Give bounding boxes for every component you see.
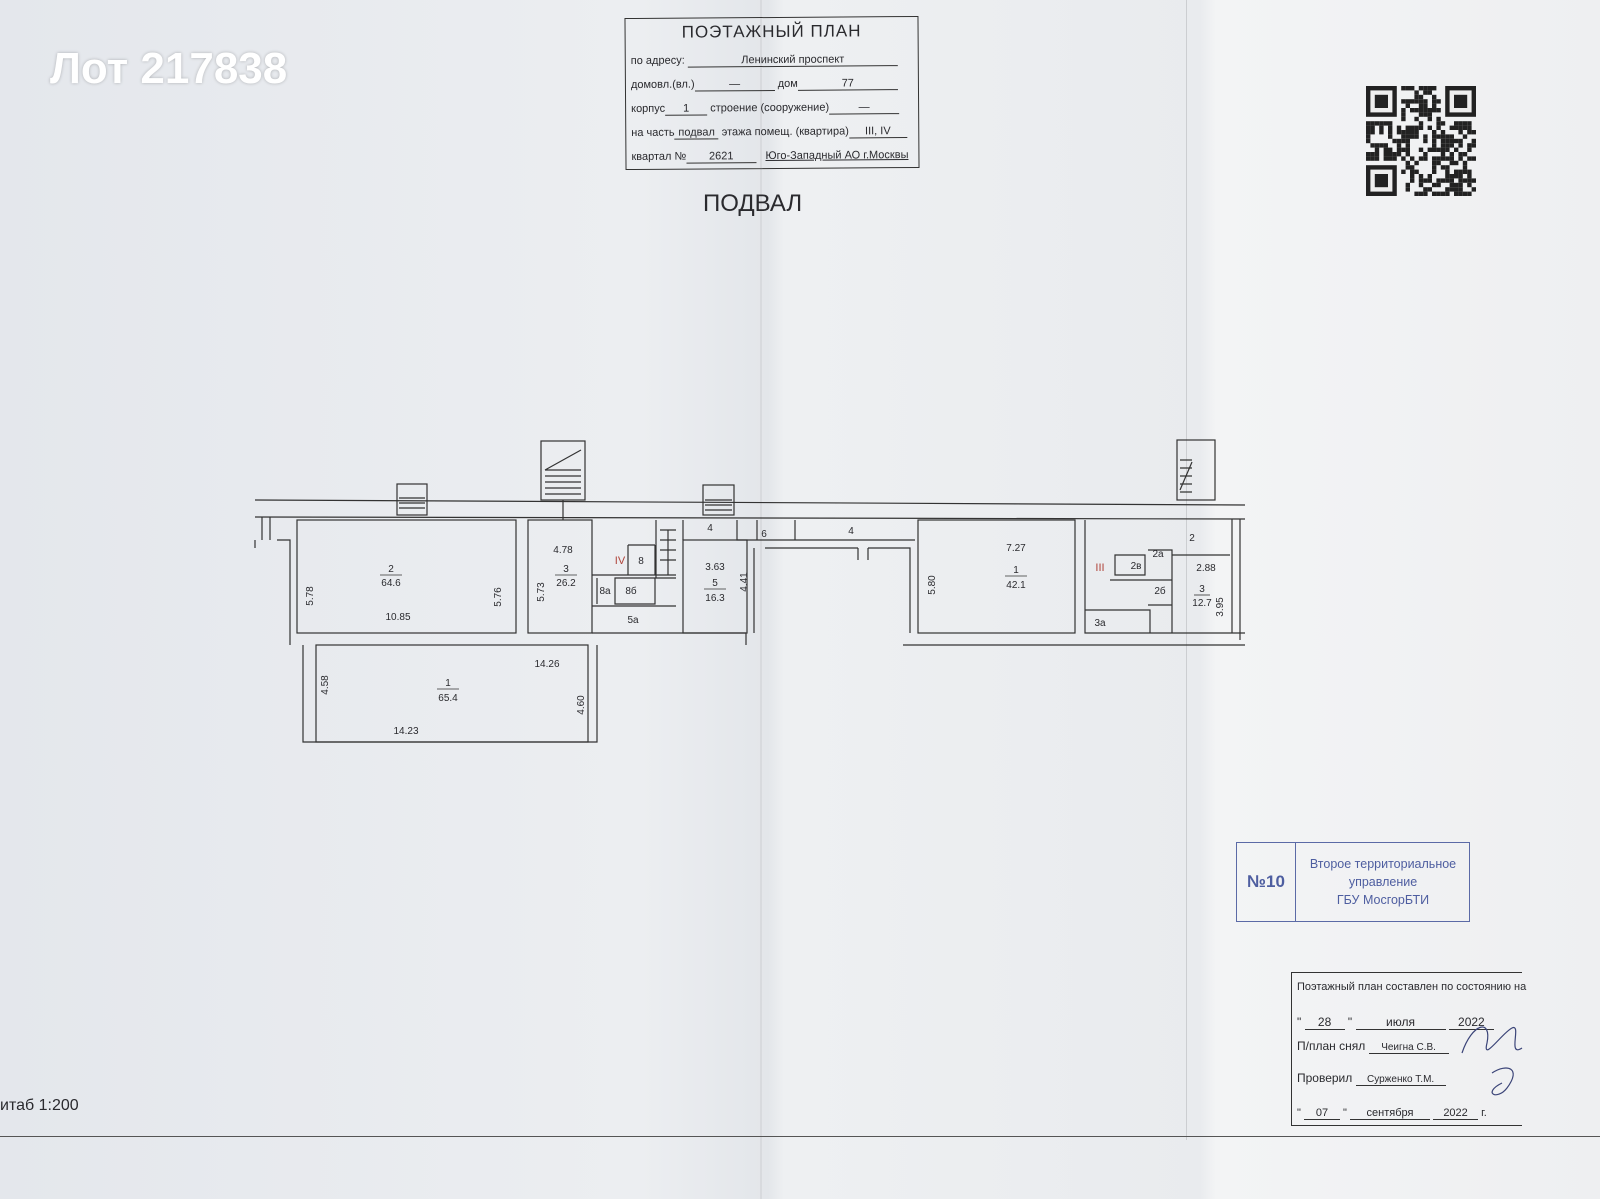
room-iii-subrooms: [1084, 519, 1245, 640]
staircase-steps: [544, 449, 582, 520]
dimension: 5.80: [927, 575, 938, 595]
month1: июля: [1355, 1015, 1446, 1030]
steps: [705, 499, 732, 511]
room-area: 16.3: [705, 593, 725, 604]
day2: 07: [1303, 1107, 1340, 1120]
room-5: [682, 539, 748, 634]
dimension: 5.76: [493, 587, 504, 607]
room-number: 1: [1013, 565, 1019, 576]
dimension: 4.78: [553, 545, 573, 556]
room-label: 4: [707, 523, 713, 534]
dimension: 4.41: [739, 572, 750, 592]
dimension: 5.73: [536, 582, 547, 602]
porch: [702, 484, 735, 516]
frame-line: [0, 1136, 1600, 1137]
stamp-number: №10: [1237, 843, 1296, 921]
qr-code: [1366, 86, 1476, 196]
staircase: [1176, 439, 1216, 501]
room-label: 5а: [627, 615, 639, 626]
room-area: 12.7: [1192, 598, 1212, 609]
dimension: 14.23: [393, 726, 418, 737]
room-label: 2а: [1152, 549, 1164, 560]
fold-line: [760, 0, 762, 1199]
room-area: 65.4: [438, 693, 458, 704]
room-label: 8: [638, 556, 644, 567]
dimension: 10.85: [385, 612, 410, 623]
dimension: 7.27: [1006, 543, 1026, 554]
room-area: 64.6: [381, 578, 401, 589]
room-number: 3: [1199, 584, 1205, 595]
room-label: 2б: [1154, 585, 1166, 597]
handwritten-signature: [1461, 1026, 1523, 1096]
corridor-4: [682, 520, 915, 541]
outer-wall: [254, 499, 1246, 520]
room-number: 1: [445, 678, 451, 689]
day1: 28: [1304, 1015, 1345, 1030]
room-1-right: [917, 519, 1076, 634]
staircase-steps: [1179, 459, 1193, 493]
state-label: Поэтажный план составлен по состоянию на: [1297, 981, 1527, 993]
section-label: III: [1095, 562, 1104, 574]
room-label: 6: [761, 529, 767, 540]
room-label: 8б: [625, 585, 637, 597]
porch: [396, 483, 428, 516]
year2: 2022: [1433, 1107, 1479, 1120]
taken-label: П/план снял: [1297, 1039, 1366, 1053]
dimension: 3.63: [705, 562, 725, 573]
room-number: 3: [563, 564, 569, 575]
dimension: 3.95: [1215, 597, 1226, 617]
room-unlabeled: [745, 547, 1245, 646]
bti-stamp: №10 Второе территориальное управление ГБ…: [1236, 842, 1470, 922]
paper-edge: [1186, 0, 1187, 1140]
signoff-block: Поэтажный план составлен по состоянию на…: [1291, 972, 1527, 1126]
room-label: 8а: [599, 586, 611, 597]
section-label: IV: [615, 555, 626, 567]
outer-wall: [302, 645, 598, 743]
room-area: 42.1: [1006, 580, 1026, 591]
steps: [399, 497, 425, 509]
stamp-line: Второе территориальное: [1309, 857, 1457, 871]
room-area: 26.2: [556, 578, 576, 589]
floor-title: ПОДВАЛ: [703, 190, 803, 217]
year1: 2022: [1448, 1015, 1494, 1030]
lot-label: Лот 217838: [50, 44, 288, 93]
dimension: 14.26: [534, 659, 559, 670]
stamp-line: управление: [1348, 875, 1418, 889]
room-label: 3а: [1094, 618, 1106, 629]
stamp-line: ГБУ МосгорБТИ: [1336, 893, 1430, 907]
room-number: 2: [388, 564, 394, 575]
room-3: [527, 519, 593, 634]
checked-label: Проверил: [1297, 1071, 1353, 1085]
room-2: [296, 519, 517, 634]
wall: [261, 517, 271, 540]
dimension: 4.60: [576, 695, 587, 715]
room-label: 4: [848, 526, 854, 537]
month2: сентября: [1350, 1107, 1430, 1120]
dimension: 5.78: [305, 586, 316, 606]
scale-label: итаб 1:200: [0, 1097, 79, 1114]
dimension: 4.58: [320, 675, 331, 695]
dimension: 2.88: [1196, 563, 1216, 574]
taken-by: Чеигна С.В.: [1368, 1042, 1449, 1054]
wall: [254, 539, 291, 645]
room-number: 5: [712, 578, 718, 589]
room-iv-subrooms: [592, 520, 746, 634]
room-label: 2в: [1131, 561, 1142, 572]
checked-by: Сурженко Т.М.: [1355, 1074, 1446, 1086]
year-suffix: г.: [1481, 1107, 1487, 1119]
room-label: 2: [1189, 533, 1195, 544]
